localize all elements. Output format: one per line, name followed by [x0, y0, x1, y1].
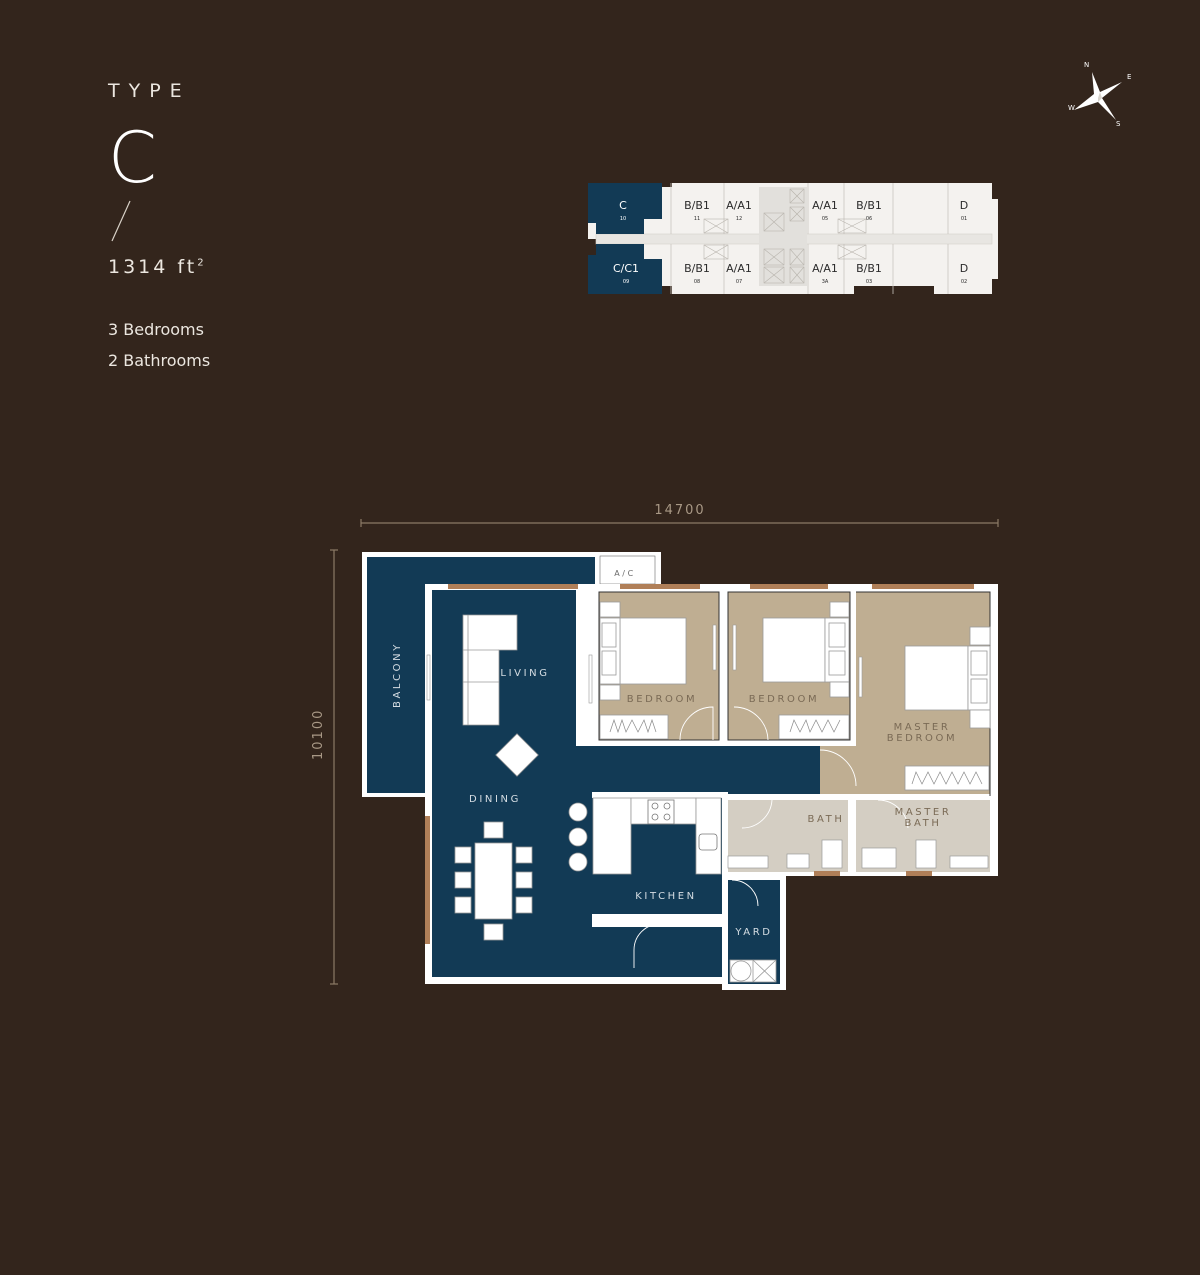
keyplan-unit-number: 09	[623, 279, 629, 285]
label-master-bath-2: BATH	[905, 818, 942, 829]
compass-s: S	[1116, 120, 1121, 128]
label-master-bedroom-1: MASTER	[894, 722, 951, 733]
keyplan-unit-type: A/A1	[812, 262, 838, 275]
compass-icon: N E S W	[1068, 61, 1131, 128]
keyplan-unit-type: D	[960, 262, 968, 275]
keyplan-unit-number: 06	[866, 216, 872, 222]
keyplan-unit-number: 11	[694, 216, 700, 222]
keyplan-unit-type: B/B1	[856, 199, 882, 212]
keyplan-unit-type: A/A1	[726, 262, 752, 275]
keyplan-unit-number: 3A	[822, 279, 829, 285]
unit-area: 1314 ft2	[108, 256, 204, 278]
label-living: LIVING	[500, 668, 549, 679]
keyplan-unit-number: 01	[961, 216, 967, 222]
keyplan-unit-type: D	[960, 199, 968, 212]
divider-slash	[111, 200, 131, 242]
keyplan-unit-number: 03	[866, 279, 872, 285]
floor-plan: BALCONY A/C LIVING DINING KITCHEN YARD B…	[330, 519, 999, 990]
keyplan-unit-number: 02	[961, 279, 967, 285]
area-unit-sup: 2	[197, 257, 204, 269]
compass-w: W	[1068, 104, 1075, 112]
key-plan: C 10 B/B1 11 A/A1 12 A/A1 05 B/B1 06 D 0…	[588, 183, 1000, 294]
keyplan-unit-number: 07	[736, 279, 742, 285]
keyplan-unit-type: B/B1	[684, 199, 710, 212]
width-dimension: 14700	[654, 503, 706, 518]
label-bedroom-1: BEDROOM	[627, 694, 697, 705]
label-ac: A/C	[614, 569, 636, 578]
keyplan-unit-number: 05	[822, 216, 828, 222]
label-bath: BATH	[808, 814, 845, 825]
bedroom-count: 3 Bedrooms	[108, 320, 204, 339]
label-dining: DINING	[469, 794, 521, 805]
area-value: 1314 ft	[108, 256, 198, 278]
keyplan-unit-type: A/A1	[812, 199, 838, 212]
keyplan-unit-type: C/C1	[613, 262, 639, 275]
keyplan-unit-number: 08	[694, 279, 700, 285]
bathroom-count: 2 Bathrooms	[108, 351, 211, 370]
keyplan-unit-number: 10	[620, 216, 626, 222]
label-bedroom-2: BEDROOM	[749, 694, 819, 705]
keyplan-unit-type: A/A1	[726, 199, 752, 212]
keyplan-unit-type: C	[619, 199, 627, 212]
type-letter: C	[108, 117, 157, 199]
label-yard: YARD	[734, 927, 772, 938]
keyplan-unit-number: 12	[736, 216, 742, 222]
label-balcony: BALCONY	[392, 642, 403, 708]
keyplan-unit-type: B/B1	[684, 262, 710, 275]
keyplan-unit-type: B/B1	[856, 262, 882, 275]
compass-n: N	[1084, 61, 1089, 69]
label-master-bath-1: MASTER	[895, 807, 952, 818]
type-label: TYPE	[108, 80, 191, 102]
label-master-bedroom-2: BEDROOM	[887, 733, 957, 744]
compass-e: E	[1127, 73, 1131, 81]
label-kitchen: KITCHEN	[635, 891, 697, 902]
